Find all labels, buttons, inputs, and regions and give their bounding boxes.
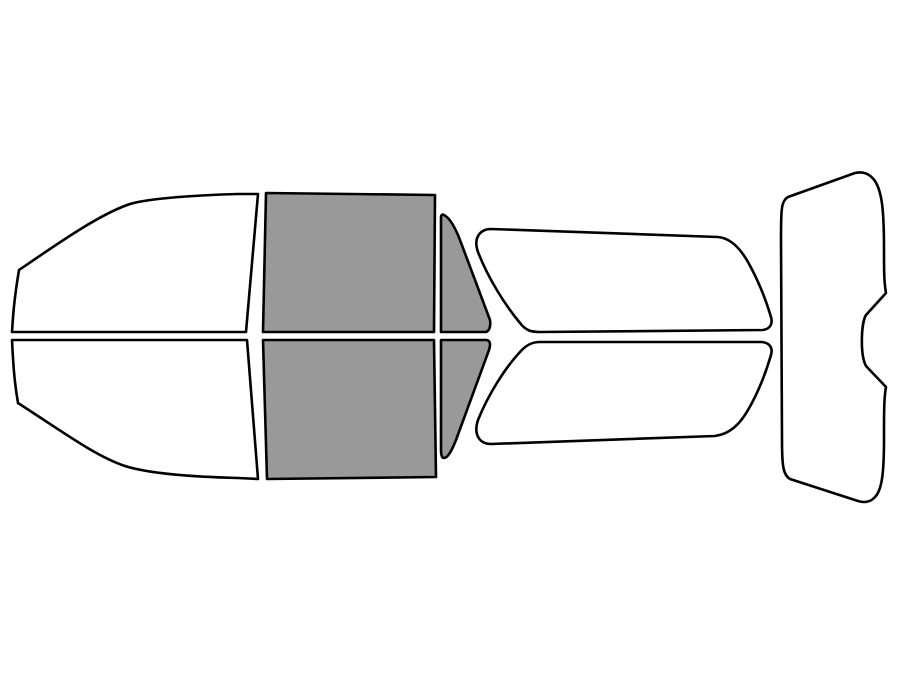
windshield-upper-half <box>10 192 260 334</box>
front-vent-window-lower <box>439 338 492 460</box>
front-door-window-lower <box>261 338 438 481</box>
rear-window <box>779 171 888 504</box>
front-vent-window-upper <box>439 213 492 334</box>
rear-door-window-lower <box>475 340 773 446</box>
windshield-lower-half <box>10 338 260 481</box>
front-door-window-upper <box>261 191 437 334</box>
rear-door-window-upper <box>475 227 773 334</box>
